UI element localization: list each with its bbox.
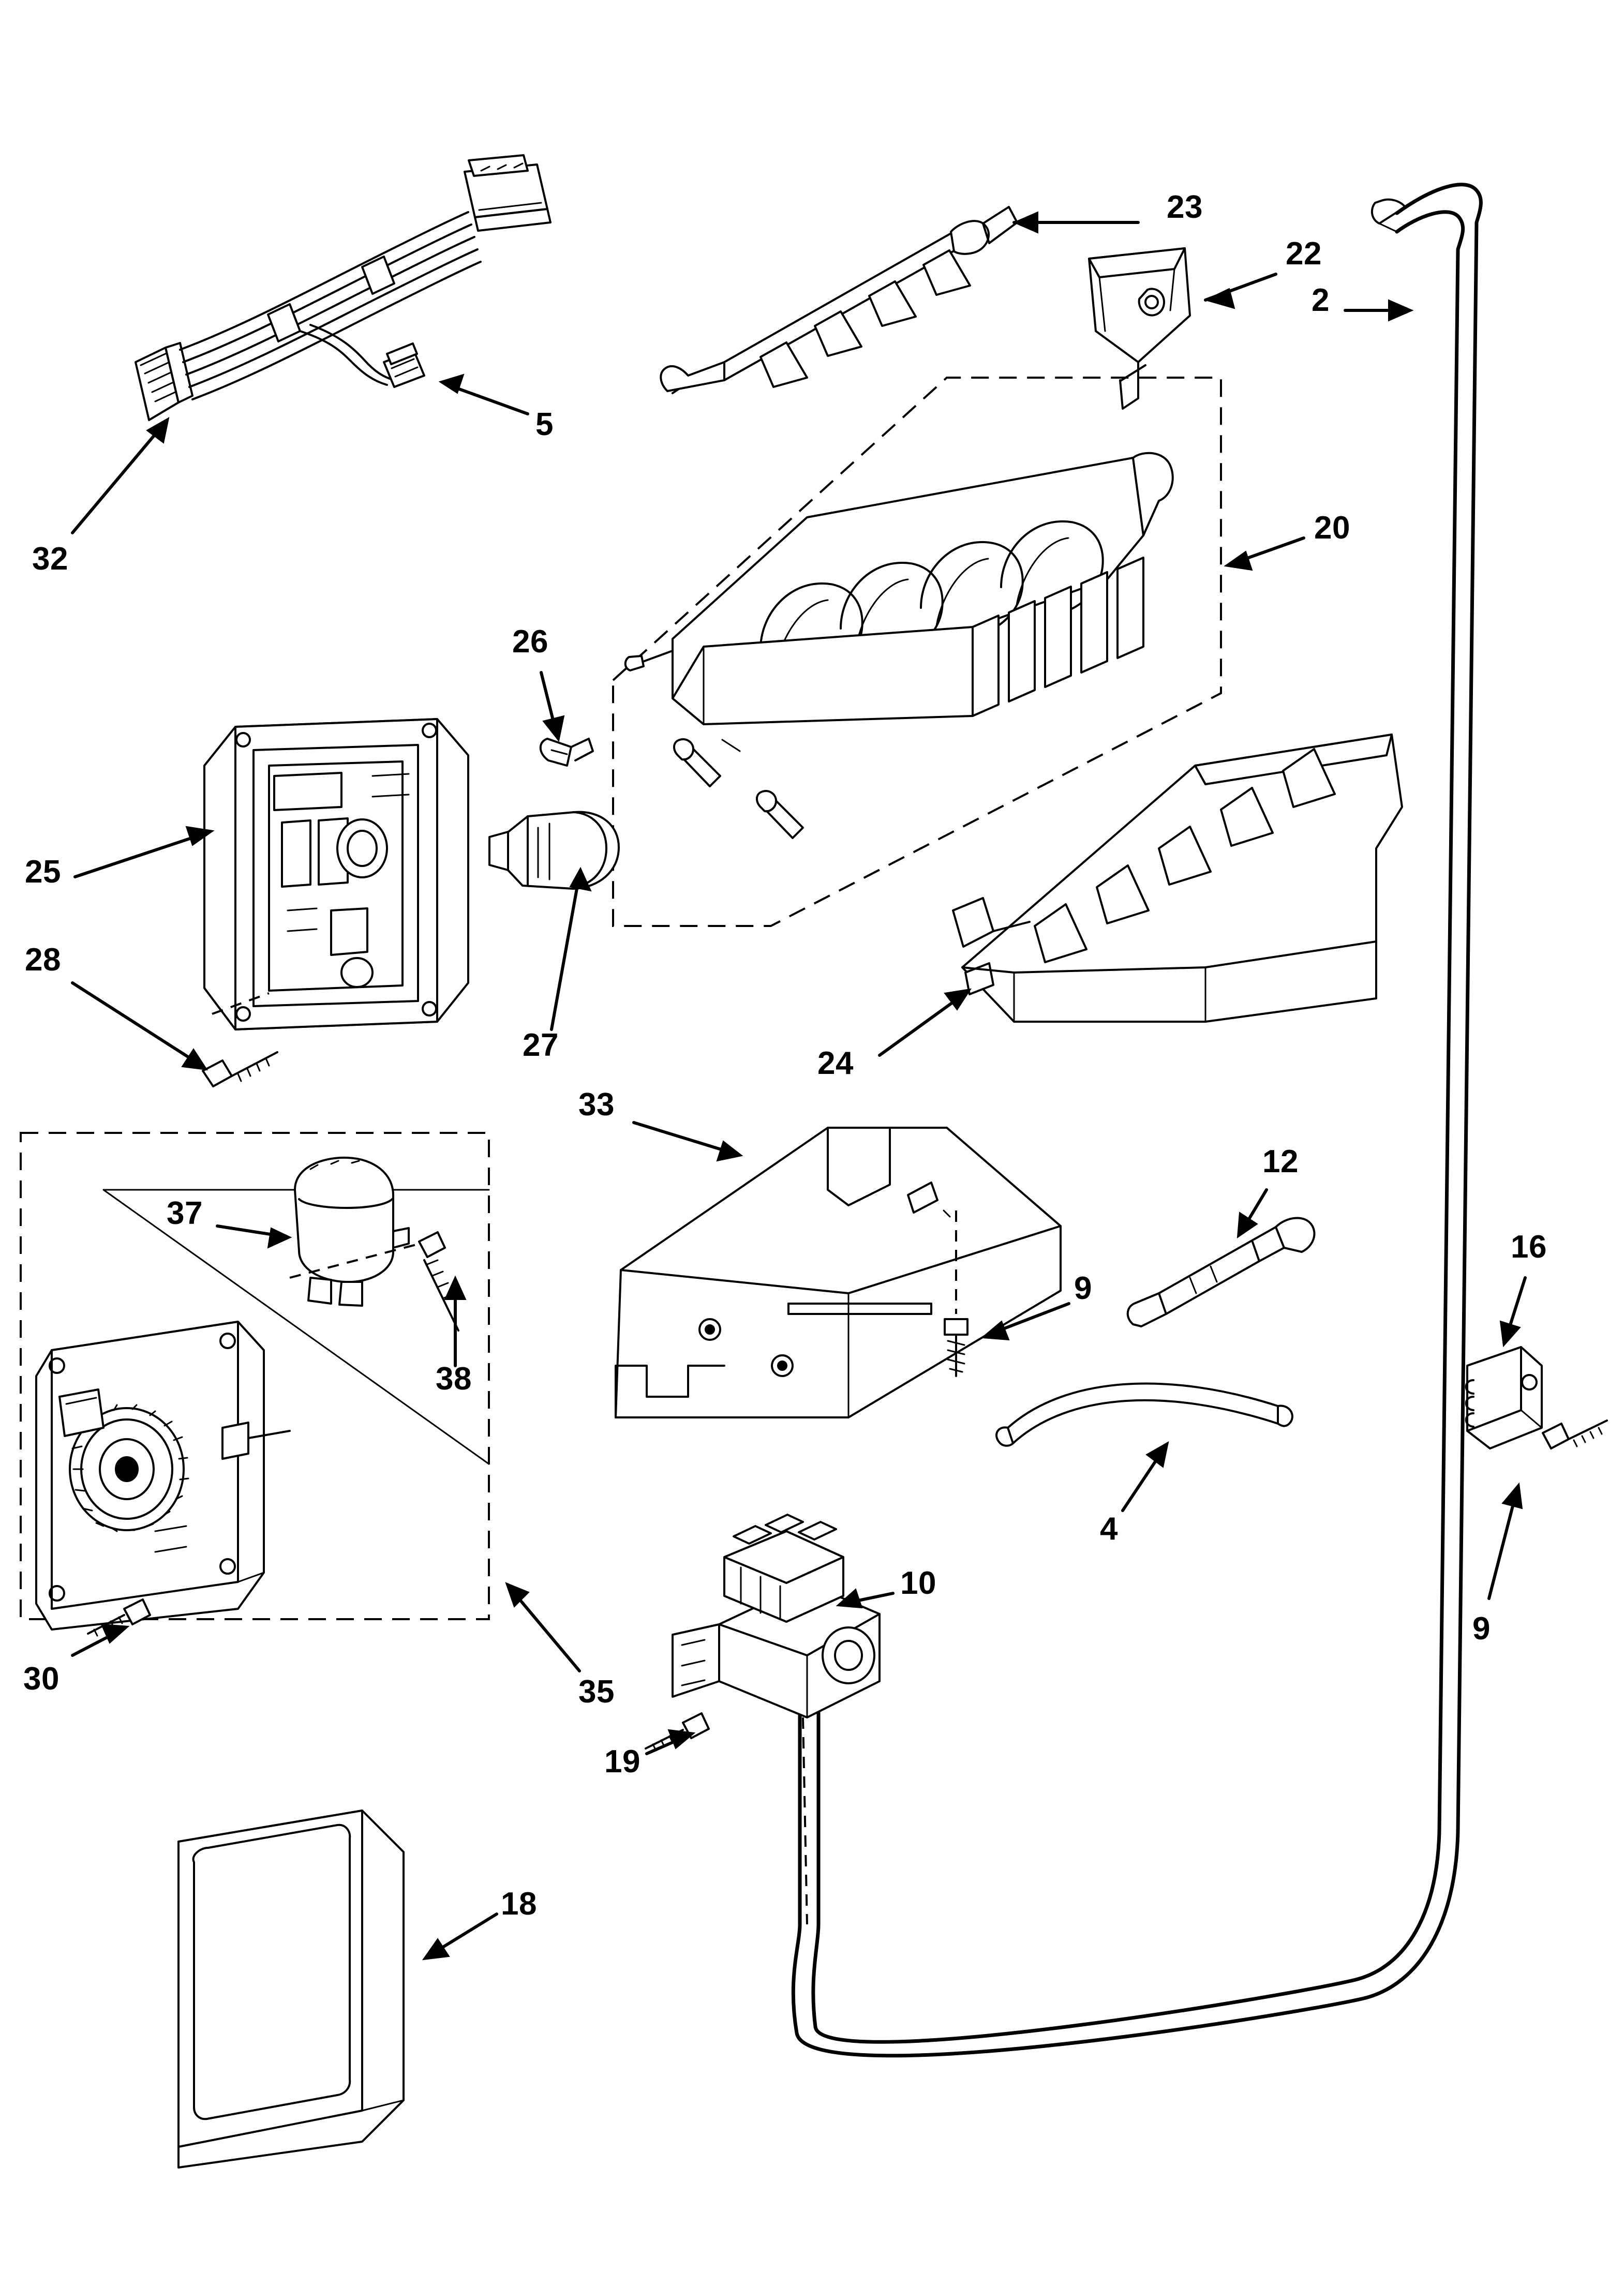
callout-38: 38 bbox=[436, 1361, 472, 1397]
callout-5: 5 bbox=[535, 407, 554, 442]
part-9-screw-right bbox=[1542, 1419, 1608, 1449]
part-22-fill-cup bbox=[1088, 247, 1191, 410]
part-27-motor bbox=[488, 811, 620, 890]
callout-32: 32 bbox=[32, 541, 68, 577]
callout-37: 37 bbox=[167, 1195, 203, 1231]
callout-28: 28 bbox=[25, 942, 61, 978]
part-30-screw bbox=[87, 1598, 151, 1637]
leader-lines bbox=[71, 211, 1527, 1961]
part-9-screw-upper bbox=[944, 1210, 969, 1377]
callout-27: 27 bbox=[523, 1027, 559, 1063]
callout-35: 35 bbox=[578, 1674, 615, 1710]
callout-16: 16 bbox=[1511, 1229, 1547, 1265]
callout-9-upper: 9 bbox=[1074, 1270, 1092, 1306]
part-23-ejector-arm bbox=[660, 206, 1018, 394]
part-18-insulation-cover bbox=[177, 1810, 405, 2169]
part-38-screw bbox=[289, 1231, 459, 1332]
callout-26: 26 bbox=[512, 624, 548, 660]
callout-20: 20 bbox=[1314, 510, 1350, 546]
callout-12: 12 bbox=[1262, 1144, 1299, 1179]
callout-19: 19 bbox=[604, 1744, 640, 1780]
part-2-water-fill-tube bbox=[791, 183, 1483, 2058]
callout-9-right: 9 bbox=[1472, 1611, 1491, 1647]
part-33-mounting-bracket bbox=[615, 1127, 1062, 1418]
callout-33: 33 bbox=[578, 1087, 615, 1123]
part-28-screw bbox=[202, 992, 278, 1087]
callout-25: 25 bbox=[25, 854, 61, 890]
callout-10: 10 bbox=[900, 1565, 936, 1601]
callout-30: 30 bbox=[23, 1661, 59, 1697]
part-4-water-tube bbox=[995, 1382, 1293, 1447]
part-32-wire-harness bbox=[135, 154, 552, 421]
group-20-ice-mold-assembly bbox=[612, 377, 1222, 927]
part-24-ice-stripper bbox=[952, 734, 1403, 1023]
callout-23: 23 bbox=[1167, 189, 1203, 225]
part-30-gear-plate-assembly bbox=[35, 1321, 291, 1631]
part-26-clip bbox=[539, 738, 594, 767]
part-25-module-housing bbox=[203, 718, 469, 1030]
callout-22: 22 bbox=[1286, 236, 1322, 272]
part-12-fill-tube-nozzle bbox=[1126, 1217, 1316, 1327]
part-10-water-valve-switch bbox=[672, 1514, 881, 1925]
part-37-drive-motor bbox=[294, 1156, 410, 1307]
callout-18: 18 bbox=[501, 1886, 537, 1922]
part-16-mounting-bracket bbox=[1465, 1346, 1543, 1449]
callout-4: 4 bbox=[1100, 1511, 1118, 1547]
callout-24: 24 bbox=[817, 1045, 854, 1081]
callout-2: 2 bbox=[1312, 282, 1330, 318]
